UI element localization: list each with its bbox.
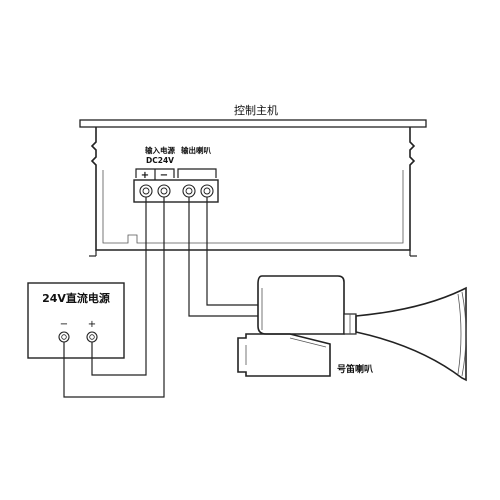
- wire-speaker-a: [188, 197, 258, 317]
- controller-housing: [90, 127, 416, 251]
- controller-top-plate: [79, 119, 427, 128]
- wire-power-negative: [63, 197, 165, 398]
- wire-power-positive: [91, 197, 147, 376]
- controller-title: 控制主机: [234, 103, 278, 117]
- power-supply-box: [27, 282, 125, 359]
- voltage-label: DC24V: [146, 156, 174, 165]
- speaker-terminal-bracket: [177, 168, 217, 178]
- horn-speaker: [237, 275, 467, 382]
- power-supply-title: 24V直流电源: [42, 291, 110, 305]
- horn-label: 号笛喇叭: [337, 363, 373, 375]
- terminal-minus-label: −: [160, 170, 168, 181]
- terminal-screw-power-plus: [139, 184, 153, 198]
- terminal-block: [133, 179, 219, 203]
- terminal-screw-speaker-b: [200, 184, 214, 198]
- wire-speaker-b: [206, 197, 258, 306]
- terminal-plus-label: +: [141, 170, 149, 181]
- power-supply-minus-label: −: [60, 319, 68, 330]
- power-supply-terminal-minus: [58, 331, 70, 343]
- terminal-screw-speaker-a: [182, 184, 196, 198]
- power-input-label: 输入电源: [145, 145, 175, 155]
- power-supply-plus-label: +: [88, 319, 96, 330]
- speaker-output-label: 输出喇叭: [181, 145, 211, 155]
- controller-inner-tray: [102, 170, 404, 244]
- power-supply-terminal-plus: [86, 331, 98, 343]
- terminal-screw-power-minus: [157, 184, 171, 198]
